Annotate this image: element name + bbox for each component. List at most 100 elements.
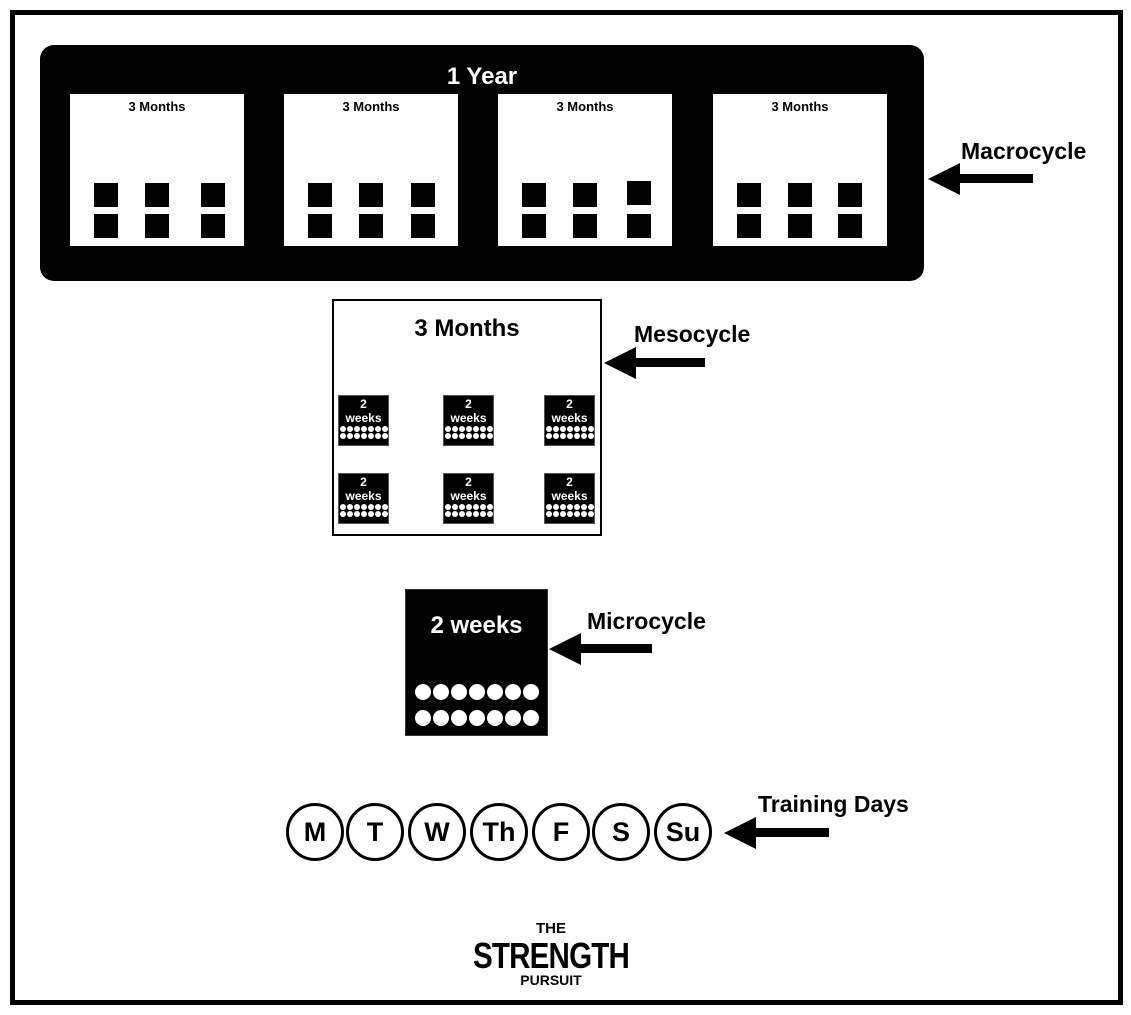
mini-day-dot <box>472 426 479 432</box>
macrocycle-arrow-icon <box>928 163 1033 195</box>
mini-day-dot <box>486 426 493 432</box>
mini-day-dot <box>339 426 346 432</box>
mini-day-dot <box>472 511 479 517</box>
day-dot <box>414 710 431 726</box>
mini-day-dot <box>465 426 472 432</box>
mini-day-dot <box>353 511 360 517</box>
mini-day-dot <box>559 426 566 432</box>
mini-day-dot <box>479 433 486 439</box>
mini-day-dot <box>339 504 346 510</box>
mini-day-dot <box>381 511 388 517</box>
two-week-block-number: 2 <box>465 475 472 489</box>
day-dot <box>450 710 467 726</box>
the-strength-pursuit-logo: THE STRENGTH PURSUIT <box>473 920 630 988</box>
microcycle-day-dots <box>406 710 547 726</box>
day-dot <box>504 710 521 726</box>
mini-day-dot <box>451 426 458 432</box>
training-days-label: Training Days <box>758 791 909 817</box>
mini-day-dot <box>367 504 374 510</box>
mini-day-dot <box>444 426 451 432</box>
mini-day-dot <box>587 426 594 432</box>
mini-day-dot <box>566 433 573 439</box>
quarter-label: 3 Months <box>128 99 186 114</box>
mini-day-dot <box>545 504 552 510</box>
mini-day-dots <box>545 433 594 439</box>
mini-day-dot <box>360 426 367 432</box>
block-square <box>308 183 332 207</box>
mini-day-dot <box>381 504 388 510</box>
mini-day-dot <box>580 511 587 517</box>
mini-day-dot <box>444 504 451 510</box>
mini-day-dot <box>559 433 566 439</box>
mini-day-dot <box>458 511 465 517</box>
two-week-block-unit: weeks <box>450 411 487 425</box>
day-dot <box>522 684 539 700</box>
mesocycle-label: Mesocycle <box>634 321 751 347</box>
day-dot <box>504 684 521 700</box>
mini-day-dots <box>444 433 493 439</box>
block-square <box>788 183 812 207</box>
block-square <box>627 181 651 205</box>
mini-day-dot <box>552 511 559 517</box>
quarter-label: 3 Months <box>556 99 614 114</box>
two-week-block-number: 2 <box>566 397 573 411</box>
mini-day-dot <box>444 433 451 439</box>
mini-day-dots <box>339 504 388 510</box>
mini-day-dot <box>353 426 360 432</box>
two-week-block-number: 2 <box>566 475 573 489</box>
mini-day-dots <box>339 433 388 439</box>
block-square <box>201 214 225 238</box>
mini-day-dot <box>451 504 458 510</box>
two-week-block-number: 2 <box>360 397 367 411</box>
day-circle-thursday: Th <box>470 803 528 861</box>
logo-line-strength: STRENGTH <box>473 935 629 976</box>
mini-day-dot <box>451 433 458 439</box>
mini-day-dot <box>573 426 580 432</box>
mini-day-dot <box>381 433 388 439</box>
block-square <box>94 214 118 238</box>
day-dot <box>522 710 539 726</box>
mini-day-dot <box>360 504 367 510</box>
mini-day-dot <box>545 426 552 432</box>
mini-day-dot <box>566 426 573 432</box>
mini-day-dot <box>479 504 486 510</box>
mini-day-dot <box>374 504 381 510</box>
block-square <box>573 183 597 207</box>
mini-day-dot <box>360 433 367 439</box>
mini-day-dot <box>374 433 381 439</box>
mini-day-dot <box>367 433 374 439</box>
block-square <box>145 183 169 207</box>
mini-day-dot <box>566 511 573 517</box>
mini-day-dot <box>472 433 479 439</box>
mini-day-dot <box>580 426 587 432</box>
mini-day-dot <box>353 504 360 510</box>
mini-day-dot <box>472 504 479 510</box>
mini-day-dot <box>458 426 465 432</box>
mini-day-dots <box>339 426 388 432</box>
block-square <box>411 214 435 238</box>
microcycle-block: 2 weeks <box>405 589 548 736</box>
two-week-block-unit: weeks <box>450 489 487 503</box>
block-square <box>838 214 862 238</box>
mini-day-dot <box>573 511 580 517</box>
block-square <box>788 214 812 238</box>
block-square <box>145 214 169 238</box>
mini-day-dot <box>381 426 388 432</box>
mini-day-dots <box>545 511 594 517</box>
mini-day-dot <box>545 511 552 517</box>
two-week-block-unit: weeks <box>345 489 382 503</box>
mini-day-dot <box>367 426 374 432</box>
microcycle-title: 2 weeks <box>430 612 523 639</box>
mesocycle-arrow-icon <box>604 347 705 379</box>
day-dot <box>432 710 449 726</box>
mini-day-dot <box>580 504 587 510</box>
mini-day-dot <box>479 511 486 517</box>
mini-day-dots <box>339 511 388 517</box>
block-square <box>359 214 383 238</box>
mini-day-dot <box>552 433 559 439</box>
mini-day-dot <box>587 504 594 510</box>
day-circle-tuesday: T <box>346 803 404 861</box>
